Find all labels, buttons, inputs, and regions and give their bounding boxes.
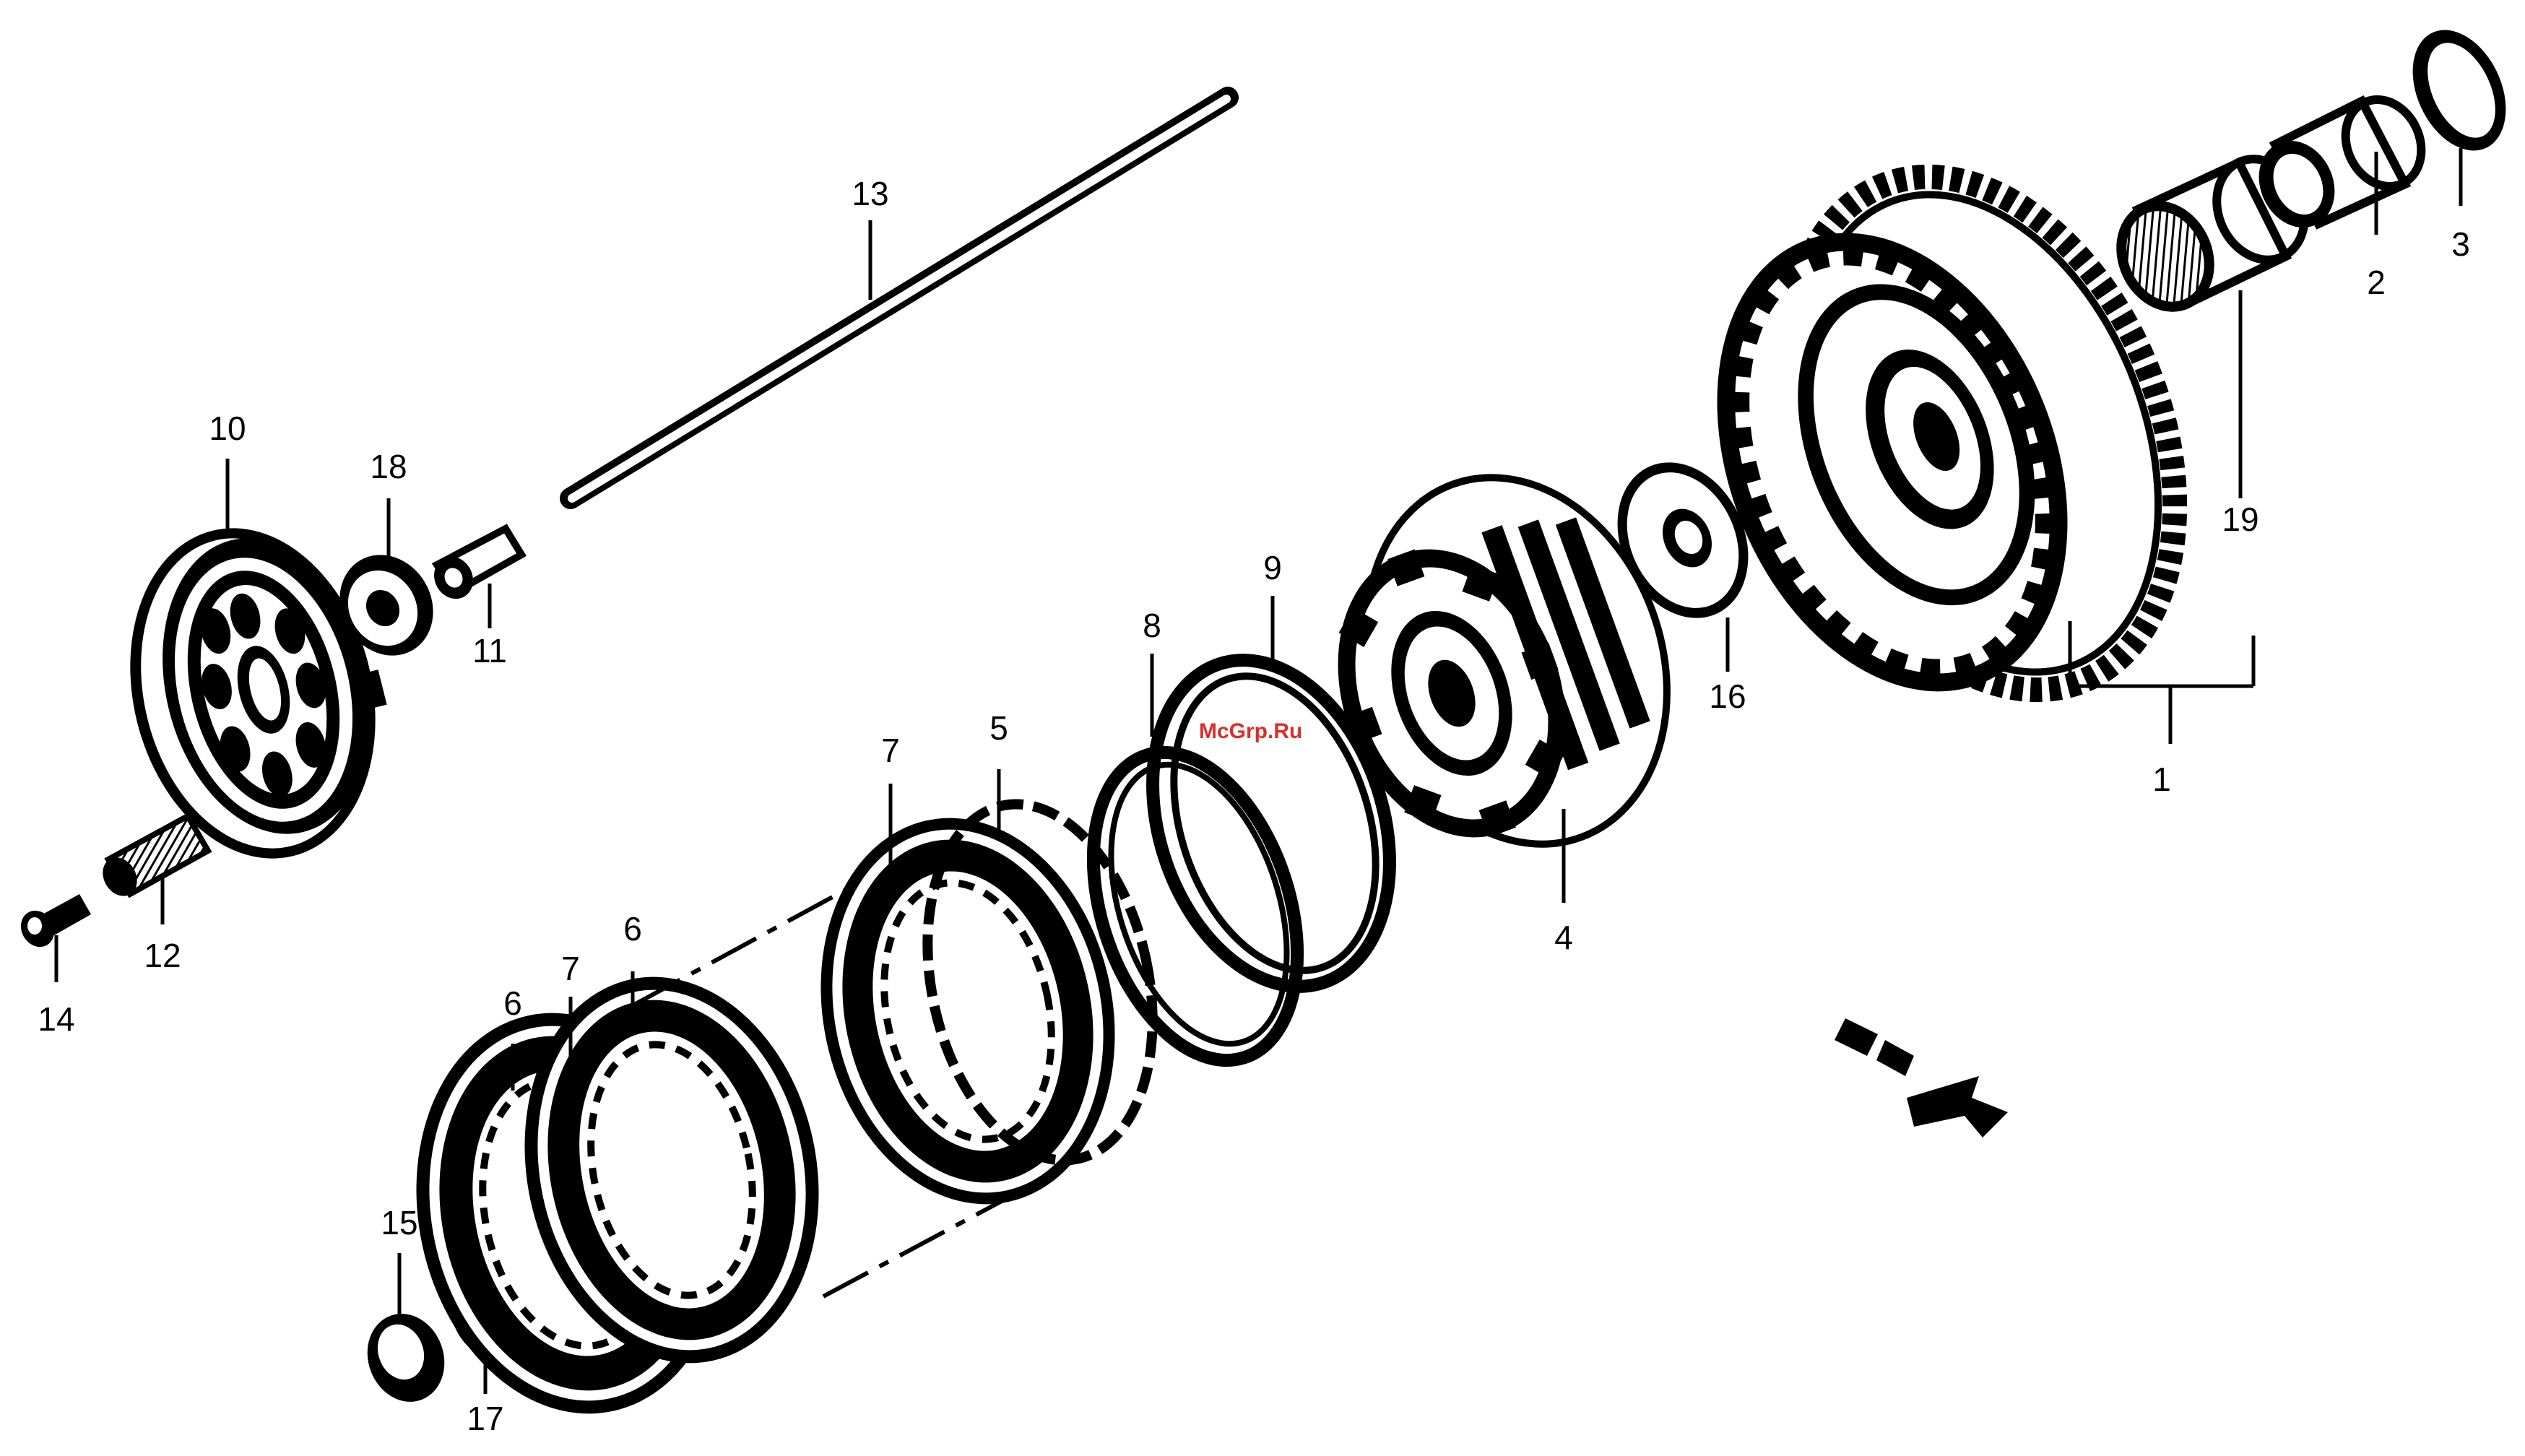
outer-washer-part bbox=[2394, 15, 2524, 166]
callout-6a: 6 bbox=[503, 984, 522, 1022]
callout-7a: 7 bbox=[561, 950, 580, 987]
bolt-part bbox=[14, 894, 91, 953]
callout-13: 13 bbox=[852, 175, 888, 212]
callout-7b: 7 bbox=[881, 732, 900, 769]
callout-9: 9 bbox=[1263, 549, 1282, 586]
callout-6b: 6 bbox=[623, 910, 642, 948]
front-plate-stack bbox=[380, 949, 853, 1442]
rear-plate-stack bbox=[786, 783, 1183, 1231]
callout-16: 16 bbox=[1709, 677, 1746, 715]
callout-19: 19 bbox=[2222, 500, 2258, 538]
callout-10: 10 bbox=[209, 410, 246, 447]
callout-11: 11 bbox=[472, 632, 507, 670]
lifter-piece-part bbox=[427, 529, 521, 606]
lock-nut-part bbox=[355, 1303, 456, 1413]
push-rod-part bbox=[571, 98, 1228, 498]
callout-8: 8 bbox=[1143, 607, 1161, 644]
callout-1: 1 bbox=[2152, 760, 2171, 798]
callout-12: 12 bbox=[144, 937, 181, 974]
watermark-text: McGrp.Ru bbox=[1199, 719, 1302, 743]
callout-4: 4 bbox=[1554, 919, 1573, 956]
callout-3: 3 bbox=[2451, 225, 2470, 263]
front-direction-arrow bbox=[1835, 1018, 2008, 1138]
clutch-spring-part bbox=[96, 816, 208, 902]
callout-5: 5 bbox=[989, 709, 1008, 747]
callout-15: 15 bbox=[381, 1204, 417, 1242]
callout-2: 2 bbox=[2367, 264, 2386, 301]
collar-part bbox=[2245, 87, 2435, 240]
callout-17: 17 bbox=[467, 1400, 503, 1437]
callout-14: 14 bbox=[38, 1000, 74, 1038]
callout-18: 18 bbox=[370, 448, 407, 485]
